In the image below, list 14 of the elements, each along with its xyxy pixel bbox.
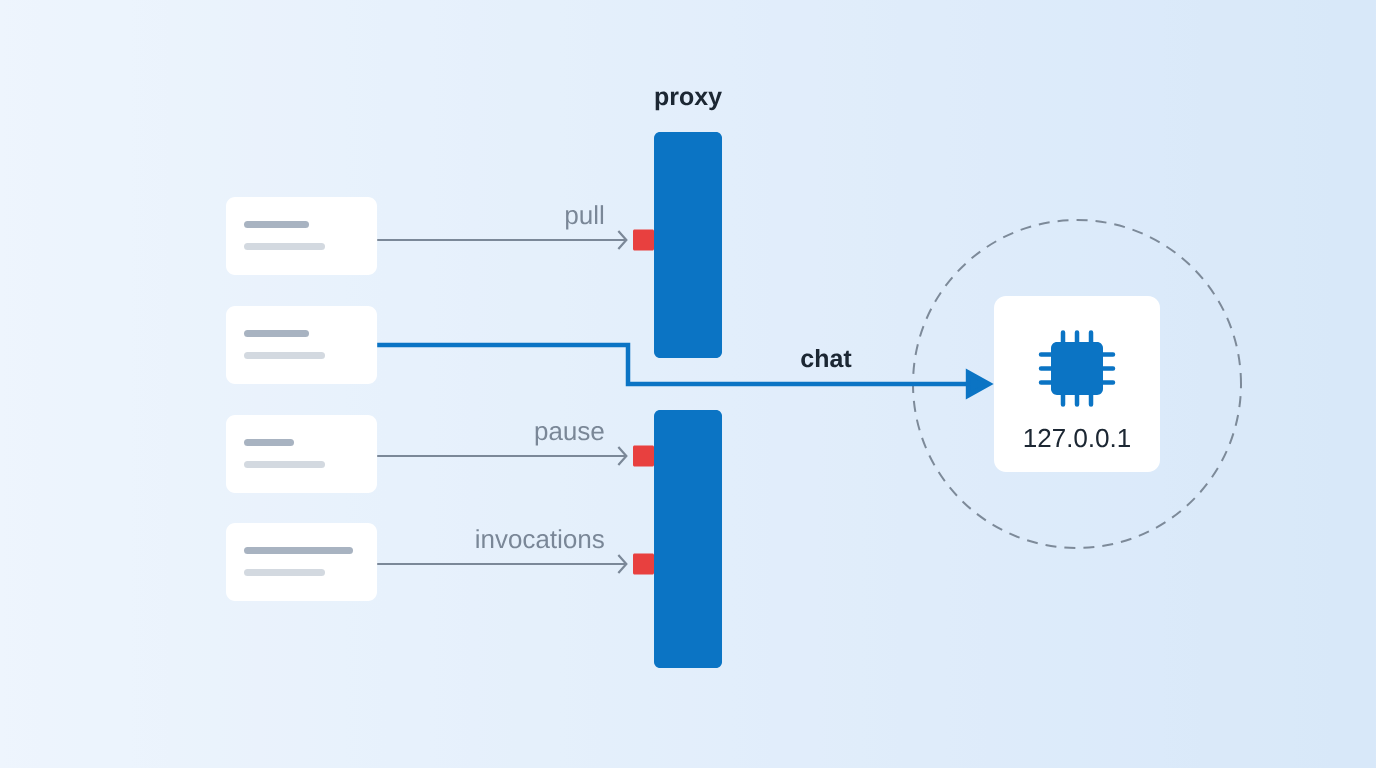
bar bbox=[654, 410, 722, 668]
dashed-circle bbox=[912, 219, 1242, 549]
edge-label: invocations bbox=[476, 529, 604, 549]
heading: proxy bbox=[655, 91, 722, 111]
port-marker bbox=[633, 553, 654, 575]
card bbox=[226, 415, 377, 493]
arrow bbox=[377, 554, 628, 574]
arrow bbox=[377, 446, 628, 466]
edge-label: chat bbox=[801, 348, 852, 368]
port-marker bbox=[633, 445, 654, 467]
arrow bbox=[377, 230, 628, 250]
edge-label: pull bbox=[566, 205, 604, 230]
edge-label: pause bbox=[535, 426, 604, 446]
port-marker bbox=[633, 229, 654, 251]
